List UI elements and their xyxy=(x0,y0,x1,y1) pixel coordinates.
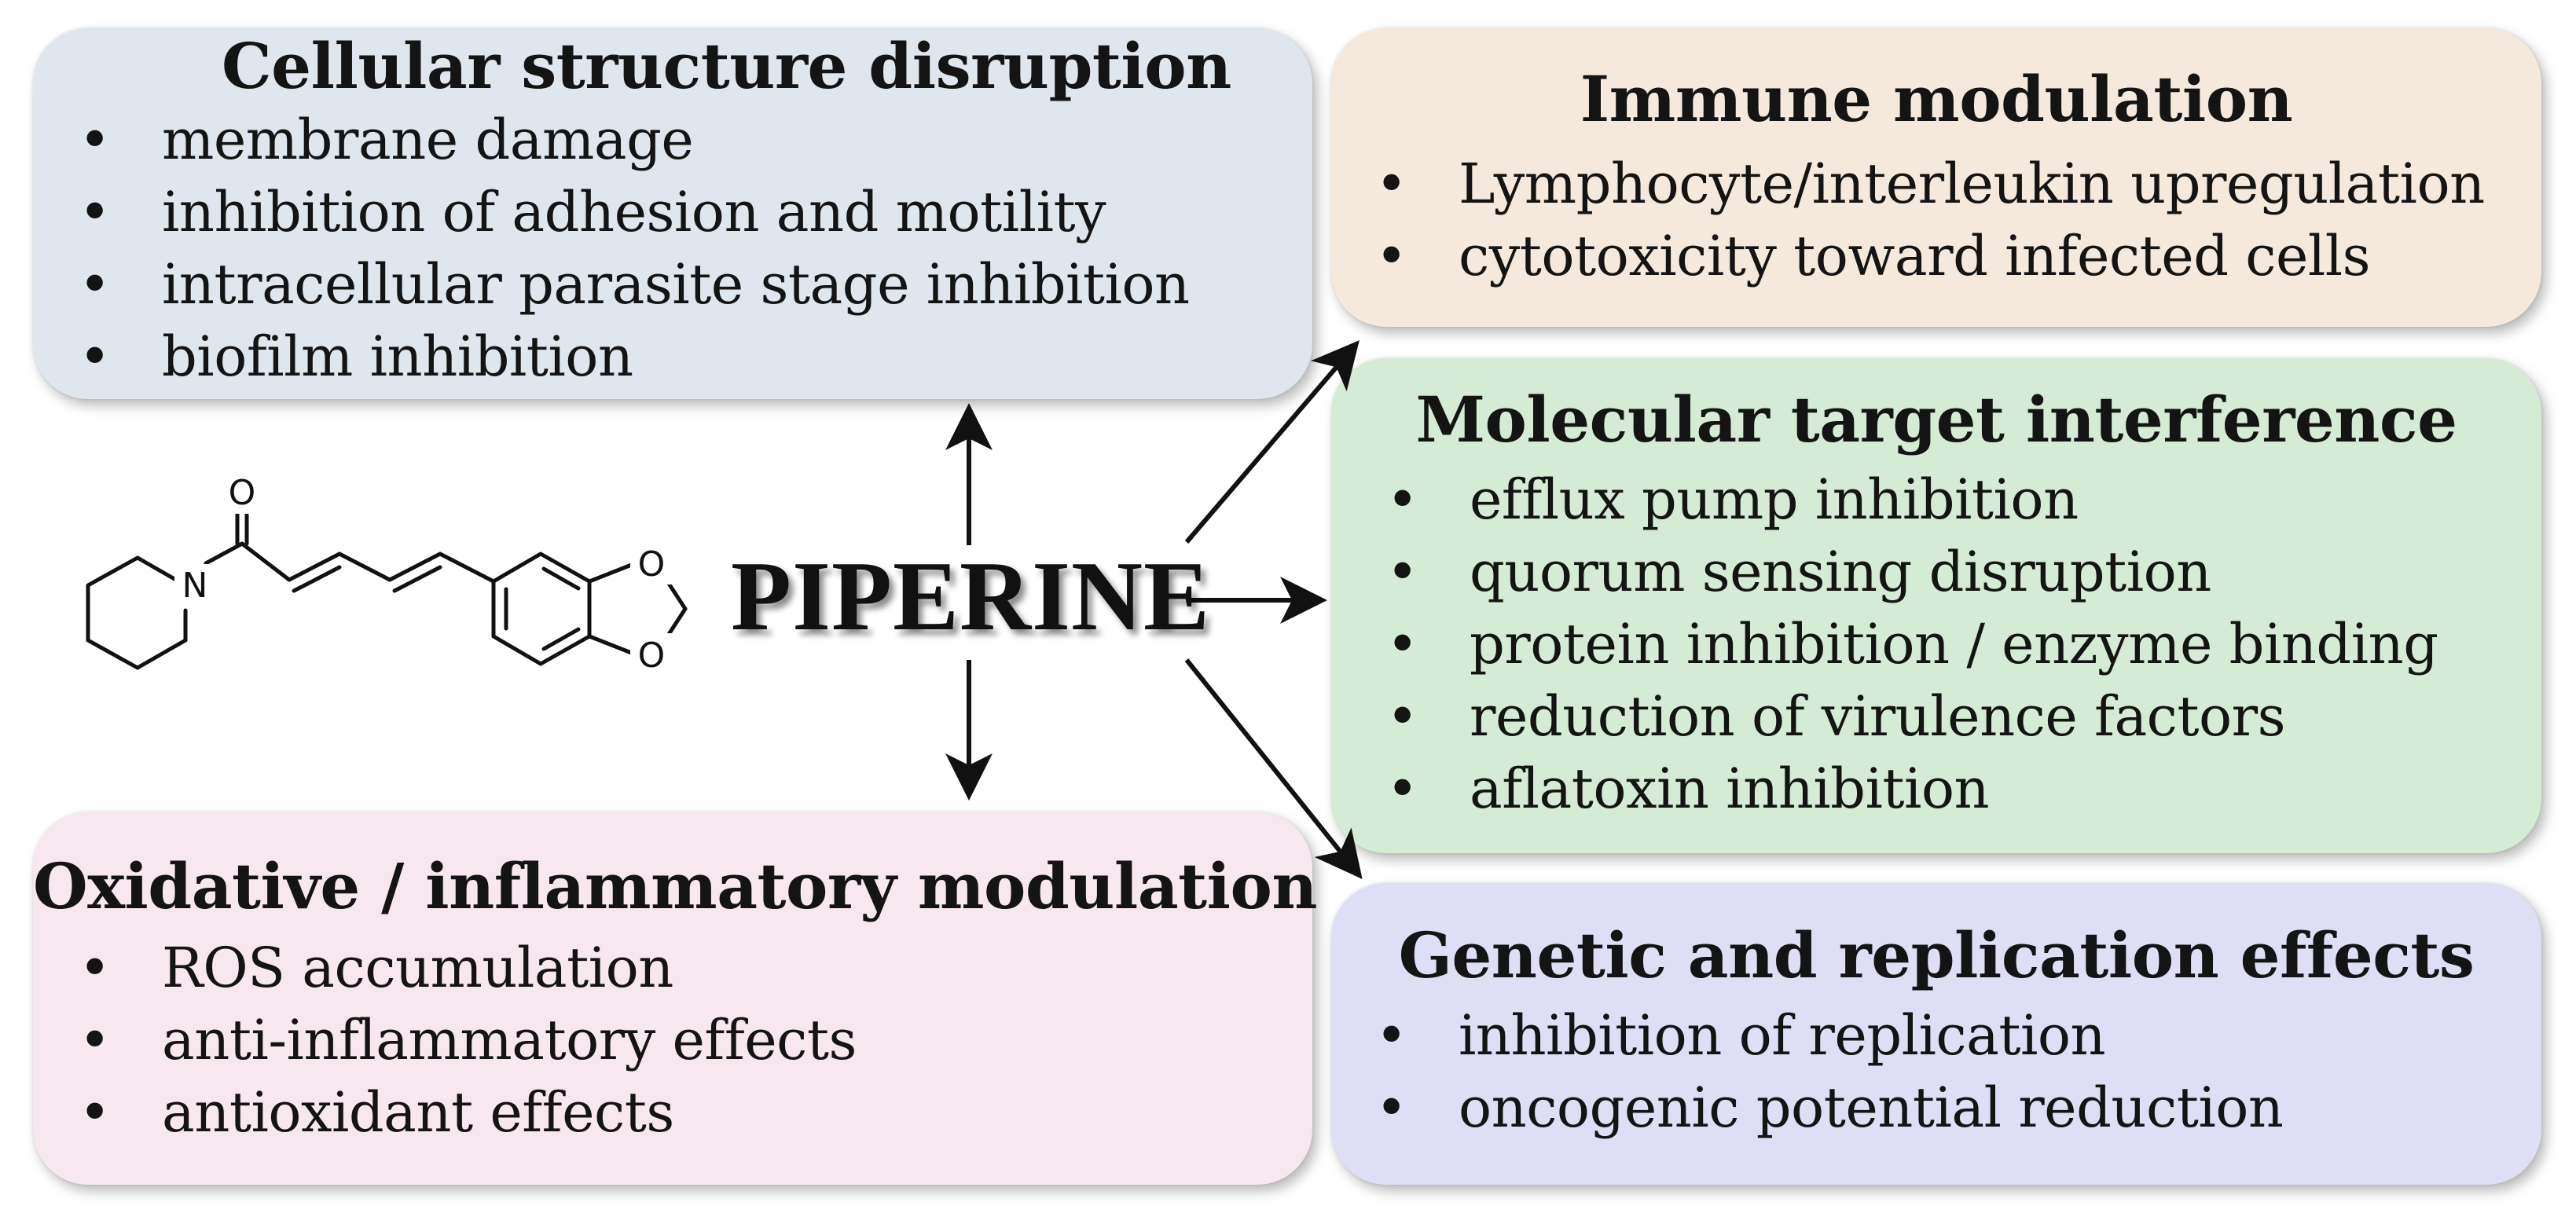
list-item: •ROS accumulation xyxy=(79,932,1312,1004)
bullet-icon: • xyxy=(1375,1003,1407,1068)
bullet-icon: • xyxy=(1375,152,1407,216)
list-item: •membrane damage xyxy=(79,104,1312,176)
bullet-list: •ROS accumulation •anti-inflammatory eff… xyxy=(33,932,1312,1149)
cellular-structure-disruption-box: Cellular structure disruption •membrane … xyxy=(33,28,1312,399)
arrows xyxy=(945,340,1363,880)
oxidative-inflammatory-modulation-box: Oxidative / inflammatory modulation •ROS… xyxy=(33,812,1318,1185)
bullet-icon: • xyxy=(1386,757,1418,821)
bullet-list: •inhibition of replication •oncogenic po… xyxy=(1331,999,2541,1144)
bullet-list: •membrane damage •inhibition of adhesion… xyxy=(33,104,1312,393)
list-item: •Lymphocyte/interleukin upregulation xyxy=(1375,148,2541,220)
list-item: •aflatoxin inhibition xyxy=(1386,753,2541,825)
bullet-icon: • xyxy=(79,324,111,389)
dioxole-oxygen-bottom-label: O xyxy=(638,636,666,676)
molecule-atom-labels: O N O O xyxy=(174,473,673,676)
bullet-icon: • xyxy=(79,108,111,172)
bullet-icon: • xyxy=(79,1008,111,1072)
bullet-list: •efflux pump inhibition •quorum sensing … xyxy=(1331,464,2541,825)
bullet-list: •Lymphocyte/interleukin upregulation •cy… xyxy=(1331,148,2541,292)
piperine-structure-icon xyxy=(86,508,688,670)
list-item: •quorum sensing disruption xyxy=(1386,536,2541,608)
bullet-icon: • xyxy=(79,1080,111,1145)
box-title: Molecular target interference xyxy=(1415,383,2457,456)
bullet-icon: • xyxy=(79,180,111,244)
list-item: •efflux pump inhibition xyxy=(1386,464,2541,536)
carbonyl-oxygen-label: O xyxy=(229,473,256,513)
piperine-label: PIPERINE xyxy=(731,542,1211,651)
bullet-icon: • xyxy=(79,252,111,317)
list-item: •protein inhibition / enzyme binding xyxy=(1386,608,2541,680)
arrow-down-right xyxy=(1184,658,1363,880)
bullet-icon: • xyxy=(1375,224,1407,288)
list-item: •intracellular parasite stage inhibition xyxy=(79,248,1312,321)
bullet-icon: • xyxy=(1386,612,1418,676)
box-title: Genetic and replication effects xyxy=(1398,918,2475,992)
bullet-icon: • xyxy=(1375,1076,1407,1140)
box-title: Immune modulation xyxy=(1580,62,2293,136)
list-item: •cytotoxicity toward infected cells xyxy=(1375,220,2541,292)
genetic-replication-effects-box: Genetic and replication effects •inhibit… xyxy=(1331,883,2541,1185)
bullet-icon: • xyxy=(79,936,111,1000)
bullet-icon: • xyxy=(1386,540,1418,604)
list-item: •anti-inflammatory effects xyxy=(79,1004,1312,1076)
list-item: •antioxidant effects xyxy=(79,1076,1312,1149)
molecular-target-interference-box: Molecular target interference •efflux pu… xyxy=(1331,358,2541,853)
nitrogen-label: N xyxy=(182,566,208,606)
list-item: •oncogenic potential reduction xyxy=(1375,1072,2541,1144)
immune-modulation-box: Immune modulation •Lymphocyte/interleuki… xyxy=(1331,28,2541,327)
list-item: •inhibition of adhesion and motility xyxy=(79,176,1312,248)
box-title: Cellular structure disruption xyxy=(222,29,1231,103)
dioxole-oxygen-top-label: O xyxy=(638,544,666,585)
bullet-icon: • xyxy=(1386,467,1418,532)
list-item: •inhibition of replication xyxy=(1375,999,2541,1072)
arrow-up-right xyxy=(1184,340,1360,544)
box-title: Oxidative / inflammatory modulation xyxy=(33,849,1318,923)
list-item: •reduction of virulence factors xyxy=(1386,680,2541,753)
bullet-icon: • xyxy=(1386,684,1418,749)
list-item: •biofilm inhibition xyxy=(79,321,1312,393)
